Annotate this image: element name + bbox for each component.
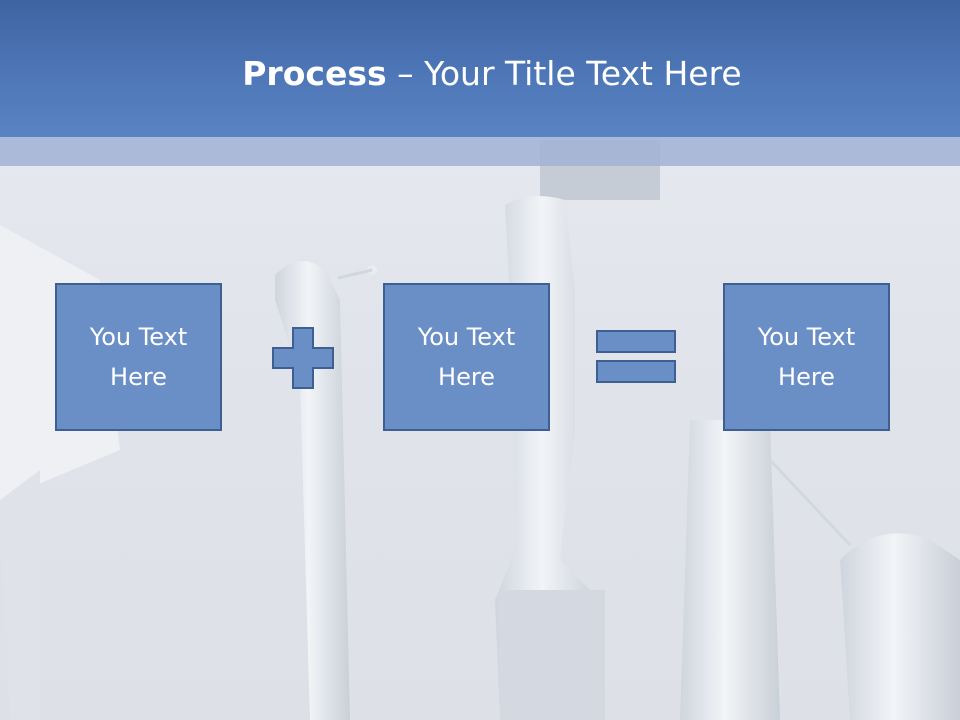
process-box-2-label: You Text Here (417, 323, 516, 391)
process-box-1-label: You Text Here (89, 323, 188, 391)
process-box-1[interactable]: You Text Here (55, 283, 222, 431)
process-box-3[interactable]: You Text Here (723, 283, 890, 431)
slide-title-bold: Process (242, 54, 387, 93)
plus-icon[interactable] (272, 327, 334, 389)
title-band (0, 0, 960, 137)
process-box-2[interactable]: You Text Here (383, 283, 550, 431)
process-box-3-label: You Text Here (757, 323, 856, 391)
title-stripe (0, 137, 960, 166)
slide-title[interactable]: Process – Your Title Text Here (0, 52, 960, 96)
equals-icon[interactable] (596, 330, 678, 384)
slide-title-rest: – Your Title Text Here (386, 54, 742, 93)
